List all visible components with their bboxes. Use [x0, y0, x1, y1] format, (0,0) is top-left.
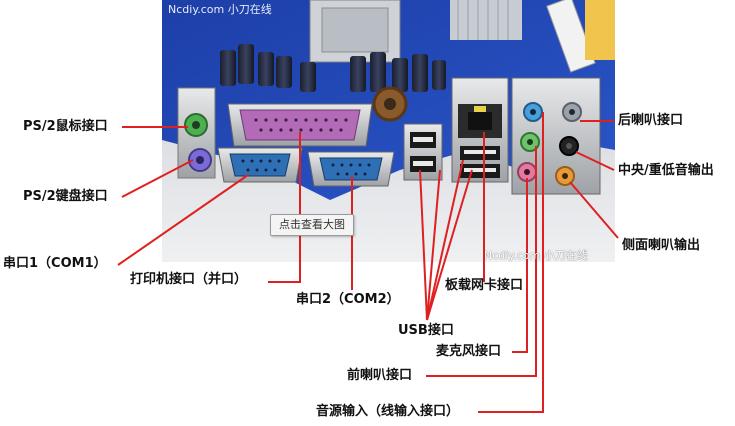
label-side-speaker: 侧面喇叭输出 [622, 238, 701, 253]
label-com2: 串口2（COM2） [296, 292, 400, 307]
label-com1: 串口1（COM1） [3, 256, 107, 271]
label-ps2-mouse: PS/2鼠标接口 [23, 119, 108, 134]
watermark-top: Ncdiy.com 小刀在线 [168, 3, 272, 16]
label-lan: 板载网卡接口 [445, 278, 524, 293]
capacitors [220, 44, 446, 92]
label-usb: USB接口 [398, 323, 454, 338]
heatsink [450, 0, 522, 40]
label-ps2-keyboard: PS/2键盘接口 [23, 189, 108, 204]
watermark-board: Ncdiy.com 小刀在线 [484, 249, 588, 262]
label-printer-port: 打印机接口（并口） [130, 272, 248, 287]
leader-lines [117, 112, 619, 413]
view-larger-tooltip[interactable]: 点击查看大图 [270, 214, 354, 236]
label-front-speaker: 前喇叭接口 [347, 368, 413, 383]
label-line-in: 音源输入（线输入接口） [316, 404, 460, 419]
label-mic: 麦克风接口 [436, 344, 502, 359]
expansion-slot [546, 0, 596, 73]
label-center-sub: 中央/重低音输出 [618, 163, 714, 178]
label-rear-speaker: 后喇叭接口 [618, 113, 684, 128]
